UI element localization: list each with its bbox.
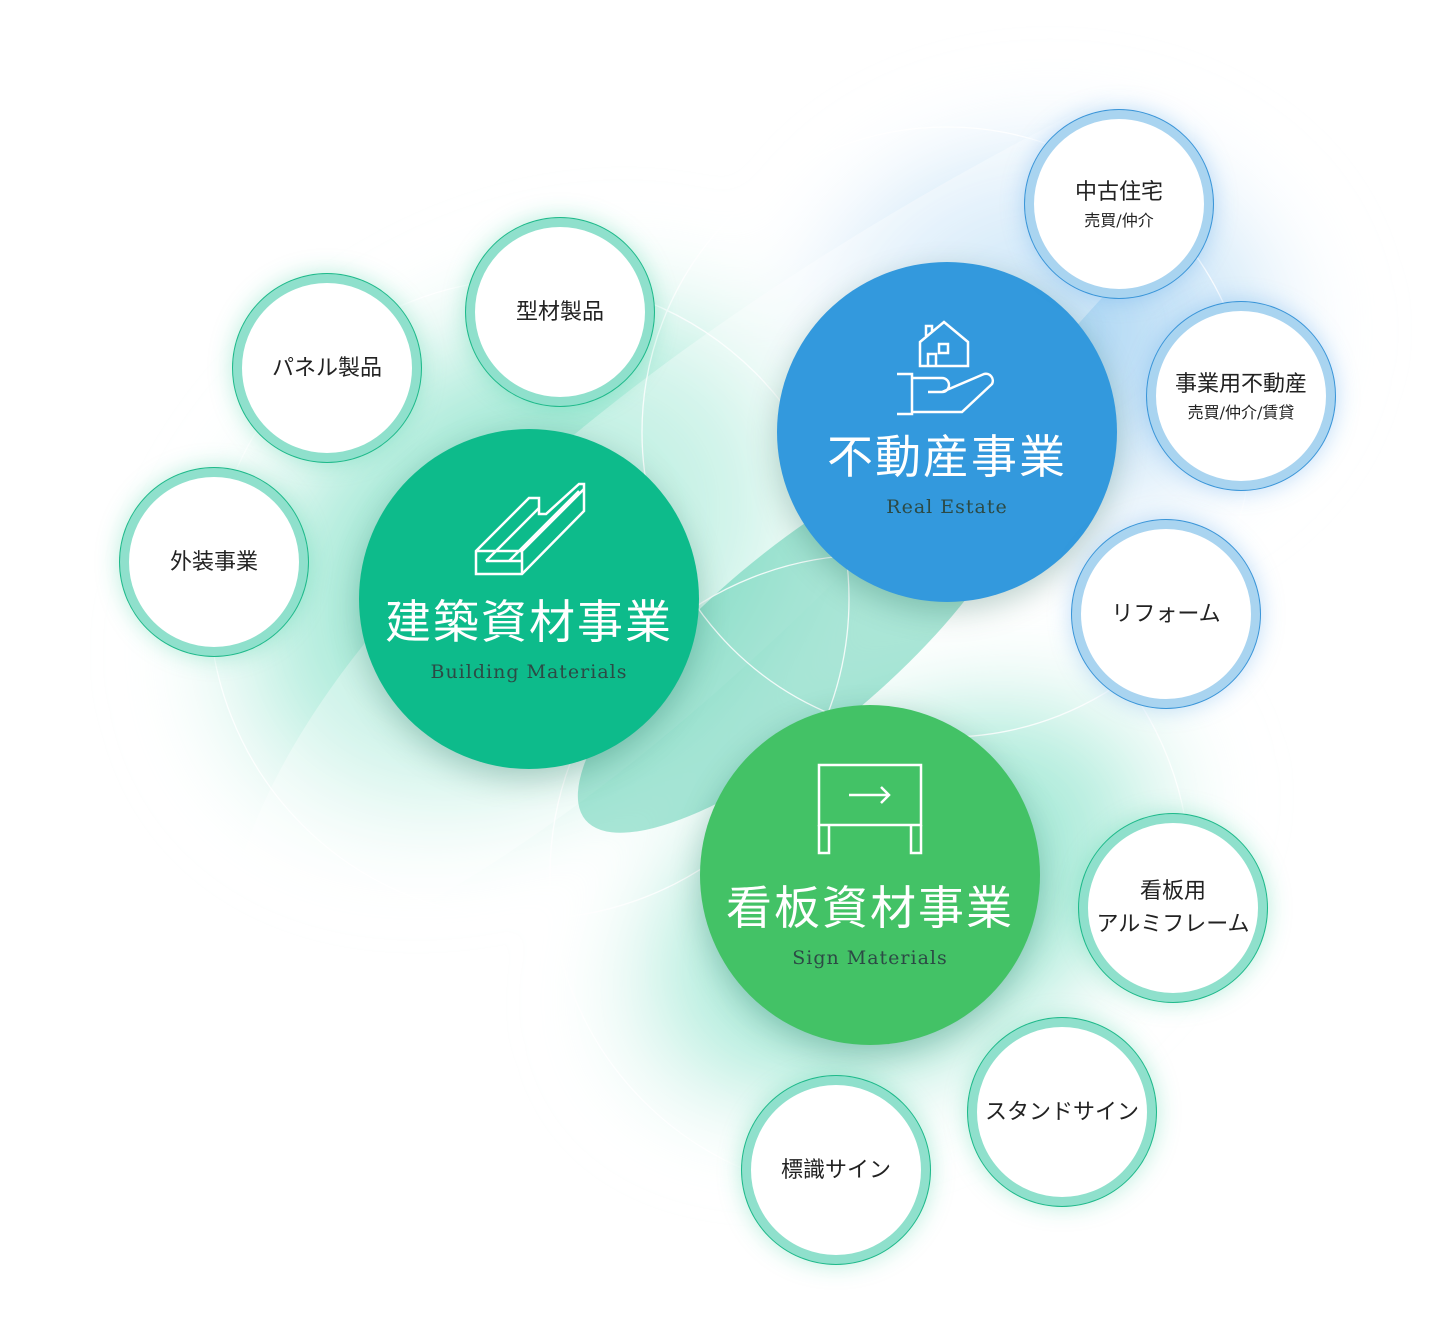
node-label: 中古住宅: [1074, 179, 1163, 205]
node-label: 外装事業: [169, 549, 258, 575]
segment-subtitle: Sign Materials: [792, 947, 948, 969]
node-profile-products[interactable]: 型材製品: [466, 218, 654, 406]
node-used-housing[interactable]: 中古住宅 売買/仲介: [1025, 110, 1213, 298]
channel-beam-icon: [474, 482, 586, 576]
node-exterior-business[interactable]: 外装事業: [120, 468, 308, 656]
segment-title: 不動産事業: [827, 430, 1067, 484]
node-label: リフォーム: [1111, 601, 1221, 627]
node-label: 事業用不動産: [1174, 371, 1307, 397]
node-label-line2: アルミフレーム: [1096, 912, 1250, 937]
node-panel-products[interactable]: パネル製品: [233, 274, 421, 462]
segment-title: 建築資材事業: [385, 595, 673, 649]
node-label: スタンドサイン: [984, 1099, 1139, 1125]
signboard-arrow-icon: [817, 763, 923, 855]
node-renovation[interactable]: リフォーム: [1072, 520, 1260, 708]
node-label: 看板用: [1139, 879, 1206, 904]
segment-real-estate[interactable]: 不動産事業 Real Estate: [777, 262, 1117, 602]
segment-sign-materials[interactable]: 看板資材事業 Sign Materials: [700, 705, 1040, 1045]
segment-subtitle: Real Estate: [886, 496, 1008, 518]
node-stand-sign[interactable]: スタンドサイン: [968, 1018, 1156, 1206]
segment-subtitle: Building Materials: [430, 661, 628, 683]
node-sublabel: 売買/仲介: [1084, 210, 1154, 230]
node-label: 標識サイン: [780, 1157, 891, 1183]
node-label: パネル製品: [271, 355, 382, 381]
node-sublabel: 売買/仲介/賃貸: [1187, 402, 1295, 422]
segment-building-materials[interactable]: 建築資材事業 Building Materials: [359, 429, 699, 769]
house-in-hand-icon: [897, 320, 995, 416]
node-commercial-real-estate[interactable]: 事業用不動産 売買/仲介/賃貸: [1147, 302, 1335, 490]
node-label: 型材製品: [515, 299, 604, 325]
segment-title: 看板資材事業: [726, 881, 1014, 935]
node-road-sign[interactable]: 標識サイン: [742, 1076, 930, 1264]
node-aluminum-frame[interactable]: 看板用 アルミフレーム: [1079, 814, 1267, 1002]
